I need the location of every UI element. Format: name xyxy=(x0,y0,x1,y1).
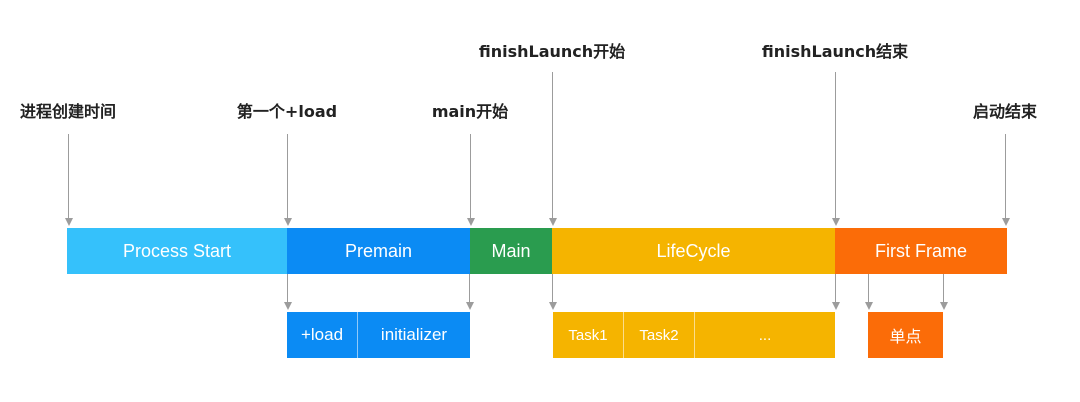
subphase-label: ... xyxy=(758,326,772,344)
subphase-more: ... xyxy=(695,312,835,358)
phase-label: Main xyxy=(491,240,531,261)
arrow-down-icon xyxy=(831,218,840,226)
subphase-label: initializer xyxy=(380,325,448,344)
phase-lifecycle: LifeCycle xyxy=(552,228,835,274)
arrow-down-icon xyxy=(831,302,840,310)
phase-label: LifeCycle xyxy=(656,240,731,261)
arrow-down-icon xyxy=(283,218,292,226)
connector-main-start xyxy=(470,134,471,218)
label-finish-launch-end: finishLaunch结束 xyxy=(761,42,909,61)
label-process-created: 进程创建时间 xyxy=(19,102,117,121)
arrow-down-icon xyxy=(864,302,873,310)
arrow-down-icon xyxy=(548,302,557,310)
connector-lifecycle-right xyxy=(835,274,836,302)
arrow-down-icon xyxy=(283,302,292,310)
label-launch-end: 启动结束 xyxy=(972,102,1038,121)
arrow-down-icon xyxy=(64,218,73,226)
phase-label: First Frame xyxy=(875,240,967,261)
connector-first-frame-left xyxy=(868,274,869,302)
connector-lifecycle-left xyxy=(552,274,553,302)
connector-process-created xyxy=(68,134,69,218)
connector-premain-right xyxy=(469,274,470,302)
phase-premain: Premain xyxy=(287,228,470,274)
subphase-single-point: 单点 xyxy=(868,312,943,358)
connector-premain-left xyxy=(287,274,288,302)
connector-finish-launch-end xyxy=(835,72,836,218)
arrow-down-icon xyxy=(939,302,948,310)
subphase-task1: Task1 xyxy=(553,312,624,358)
phase-label: Premain xyxy=(344,240,413,261)
phase-first-frame: First Frame xyxy=(835,228,1007,274)
label-main-start: main开始 xyxy=(431,102,509,121)
subphase-initializer: initializer xyxy=(358,312,470,358)
connector-first-frame-right xyxy=(943,274,944,302)
subphase-label: Task2 xyxy=(639,326,679,344)
subphase-label: +load xyxy=(300,325,344,344)
connector-launch-end xyxy=(1005,134,1006,218)
arrow-down-icon xyxy=(466,218,475,226)
label-finish-launch-start: finishLaunch开始 xyxy=(478,42,626,61)
connector-finish-launch-start xyxy=(552,72,553,218)
label-first-load: 第一个+load xyxy=(236,102,338,121)
arrow-down-icon xyxy=(548,218,557,226)
phase-process-start: Process Start xyxy=(67,228,287,274)
connector-first-load xyxy=(287,134,288,218)
subphase-load: +load xyxy=(287,312,358,358)
subphase-task2: Task2 xyxy=(624,312,695,358)
subphase-label: Task1 xyxy=(568,326,608,344)
subphase-label: 单点 xyxy=(889,327,922,346)
phase-label: Process Start xyxy=(122,240,232,261)
phase-main: Main xyxy=(470,228,552,274)
arrow-down-icon xyxy=(465,302,474,310)
arrow-down-icon xyxy=(1001,218,1010,226)
